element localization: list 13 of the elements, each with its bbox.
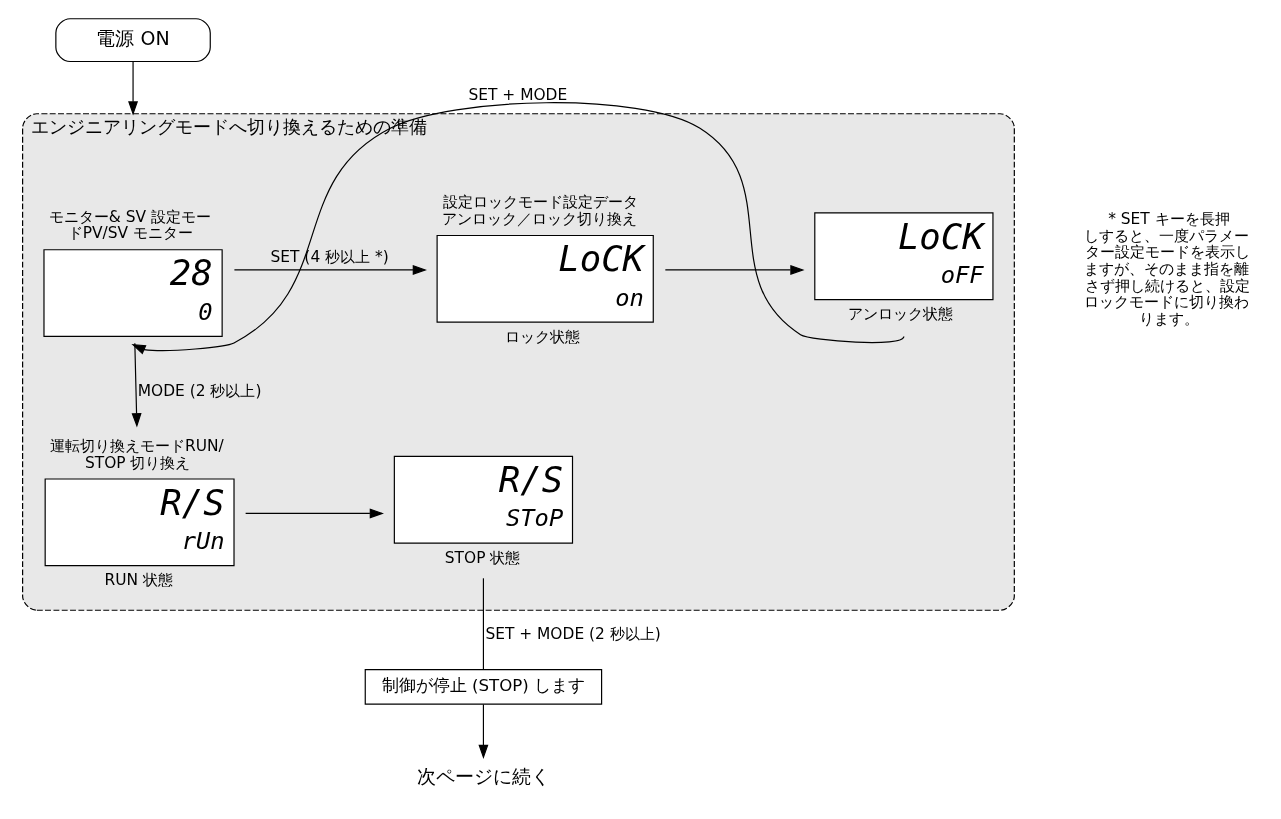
- node-label: ロック状態: [505, 327, 581, 346]
- node-label: STOP 状態: [444, 548, 521, 567]
- label: * SET キーを長押しすると、一度パラメーター設定モードを表示しますが、そのまま指を離さず押し続けると、設定ロックモードに切り換わります。: [1083, 210, 1250, 328]
- node-label: モニター& SV 設定モードPV/SV モニター: [48, 207, 211, 243]
- edge-label: MODE (2 秒以上): [137, 381, 262, 400]
- node-label: RUN 状態: [104, 571, 174, 590]
- node-label: 設定ロックモード設定データアンロック／ロック切り換え: [441, 193, 639, 229]
- edge-label: SET + MODE: [468, 85, 568, 104]
- edge-label: SET + MODE (2 秒以上): [485, 625, 661, 644]
- node-label: 運転切り換えモードRUN/STOP 切り換え: [49, 436, 224, 472]
- edge-label: SET (4 秒以上 *): [270, 248, 389, 267]
- node-label: アンロック状態: [848, 305, 954, 324]
- node-text: 次ページに続く: [416, 765, 550, 788]
